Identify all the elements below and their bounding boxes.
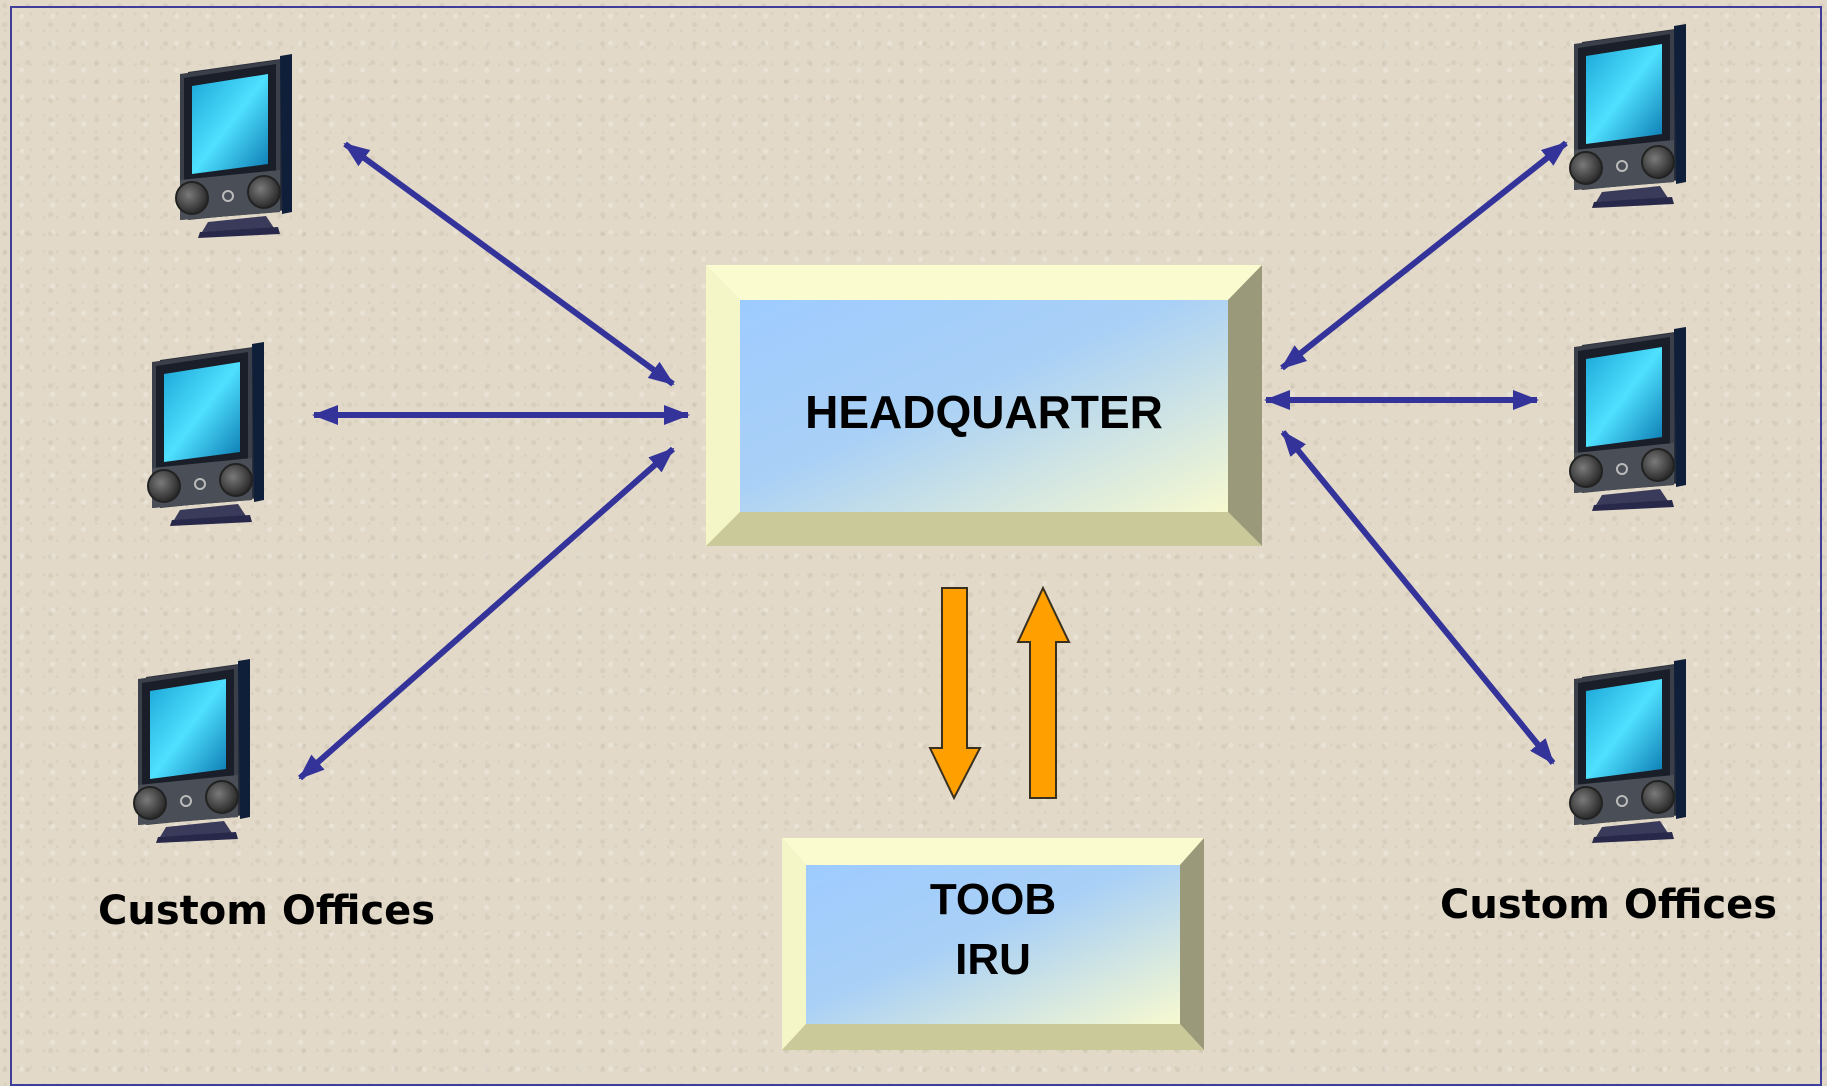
- toob-line-1: TOOB: [929, 875, 1057, 924]
- toob-label: TOOB IRU: [806, 870, 1180, 990]
- headquarter-label: HEADQUARTER: [805, 386, 1163, 438]
- toob-iru-box: [782, 838, 1204, 1050]
- computer-monitor-icon: [1569, 326, 1687, 512]
- computer-monitor-icon: [1569, 23, 1687, 209]
- link-arrow-right-top: [1280, 140, 1568, 371]
- link-arrow-right-bottom: [1280, 430, 1556, 765]
- computer-monitor-icon: [175, 53, 293, 239]
- computer-monitor-icon: [133, 658, 251, 844]
- headquarter-box: [706, 265, 1262, 546]
- flow-arrow-up: [1016, 585, 1071, 799]
- left-offices-label: Custom Offices: [98, 888, 436, 934]
- toob-line-2: IRU: [955, 935, 1031, 984]
- right-offices-label: Custom Offices: [1440, 882, 1778, 928]
- computer-monitor-icon: [147, 341, 265, 527]
- link-arrow-left-bottom: [298, 446, 675, 781]
- computer-monitor-icon: [1569, 658, 1687, 844]
- flow-arrow-down: [928, 587, 982, 801]
- link-arrow-left-top: [343, 141, 675, 387]
